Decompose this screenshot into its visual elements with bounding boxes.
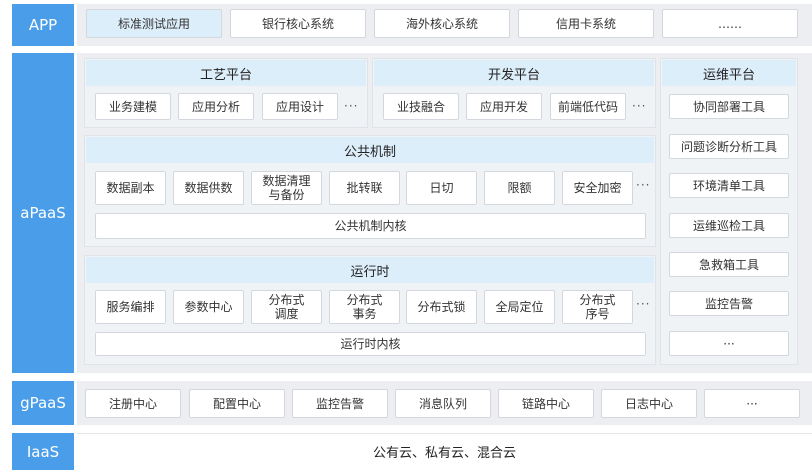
ops-item-6: 监控告警 — [669, 291, 789, 316]
runtime-item-1: 服务编排 — [95, 290, 166, 324]
craft-platform-title: 工艺平台 — [86, 60, 366, 86]
ops-item-3: 环境清单工具 — [669, 173, 789, 198]
common-item-4: 批转联 — [329, 171, 400, 205]
dev-item-3: 前端低代码 — [550, 93, 626, 120]
gpaas-box-4: 消息队列 — [395, 389, 491, 418]
dev-platform-title: 开发平台 — [374, 60, 654, 86]
common-item-5: 日切 — [406, 171, 477, 205]
craft-item-1: 业务建模 — [95, 93, 171, 120]
gpaas-box-5: 链路中心 — [498, 389, 594, 418]
runtime-item-3: 分布式 调度 — [251, 290, 322, 324]
iaas-text: 公有云、私有云、混合云 — [372, 446, 516, 461]
dev-more: ··· — [632, 99, 647, 113]
common-mechanism-title: 公共机制 — [86, 137, 654, 163]
craft-more: ··· — [344, 99, 359, 113]
runtime-kernel: 运行时内核 — [95, 332, 646, 356]
ops-item-1: 协同部署工具 — [669, 94, 789, 119]
runtime-item-5: 分布式锁 — [406, 290, 477, 324]
runtime-item-4: 分布式 事务 — [329, 290, 400, 324]
runtime-item-6: 全局定位 — [484, 290, 555, 324]
iaas-band — [77, 433, 812, 470]
app-box-1: 标准测试应用 — [86, 9, 222, 38]
common-more: ··· — [636, 178, 651, 192]
runtime-item-7: 分布式 序号 — [562, 290, 633, 324]
common-item-7: 安全加密 — [562, 171, 633, 205]
ops-item-2: 问题诊断分析工具 — [669, 134, 789, 159]
runtime-title: 运行时 — [86, 257, 654, 283]
runtime-more: ··· — [636, 297, 651, 311]
ops-item-5: 急救箱工具 — [669, 252, 789, 277]
common-item-1: 数据副本 — [95, 171, 166, 205]
app-box-2: 银行核心系统 — [230, 9, 366, 38]
runtime-item-2: 参数中心 — [173, 290, 244, 324]
ops-item-more: ··· — [669, 331, 789, 356]
app-box-4: 信用卡系统 — [518, 9, 654, 38]
common-item-2: 数据供数 — [173, 171, 244, 205]
gpaas-box-2: 配置中心 — [189, 389, 285, 418]
gpaas-box-3: 监控告警 — [292, 389, 388, 418]
layer-label-iaas: IaaS — [12, 433, 74, 470]
common-item-3: 数据清理 与备份 — [251, 171, 322, 205]
dev-item-2: 应用开发 — [466, 93, 542, 120]
dev-item-1: 业技融合 — [383, 93, 459, 120]
common-kernel: 公共机制内核 — [95, 213, 646, 239]
gpaas-box-more: ··· — [704, 389, 800, 418]
gpaas-box-6: 日志中心 — [601, 389, 697, 418]
gpaas-box-1: 注册中心 — [85, 389, 181, 418]
layer-label-gpaas: gPaaS — [12, 381, 74, 425]
craft-item-2: 应用分析 — [178, 93, 254, 120]
common-item-6: 限额 — [484, 171, 555, 205]
ops-item-4: 运维巡检工具 — [669, 213, 789, 238]
app-box-more: …… — [662, 9, 798, 38]
layer-label-app: APP — [12, 4, 74, 46]
craft-item-3: 应用设计 — [262, 93, 338, 120]
ops-platform-title: 运维平台 — [662, 60, 796, 86]
app-box-3: 海外核心系统 — [374, 9, 510, 38]
layer-label-apaas: aPaaS — [12, 53, 74, 373]
